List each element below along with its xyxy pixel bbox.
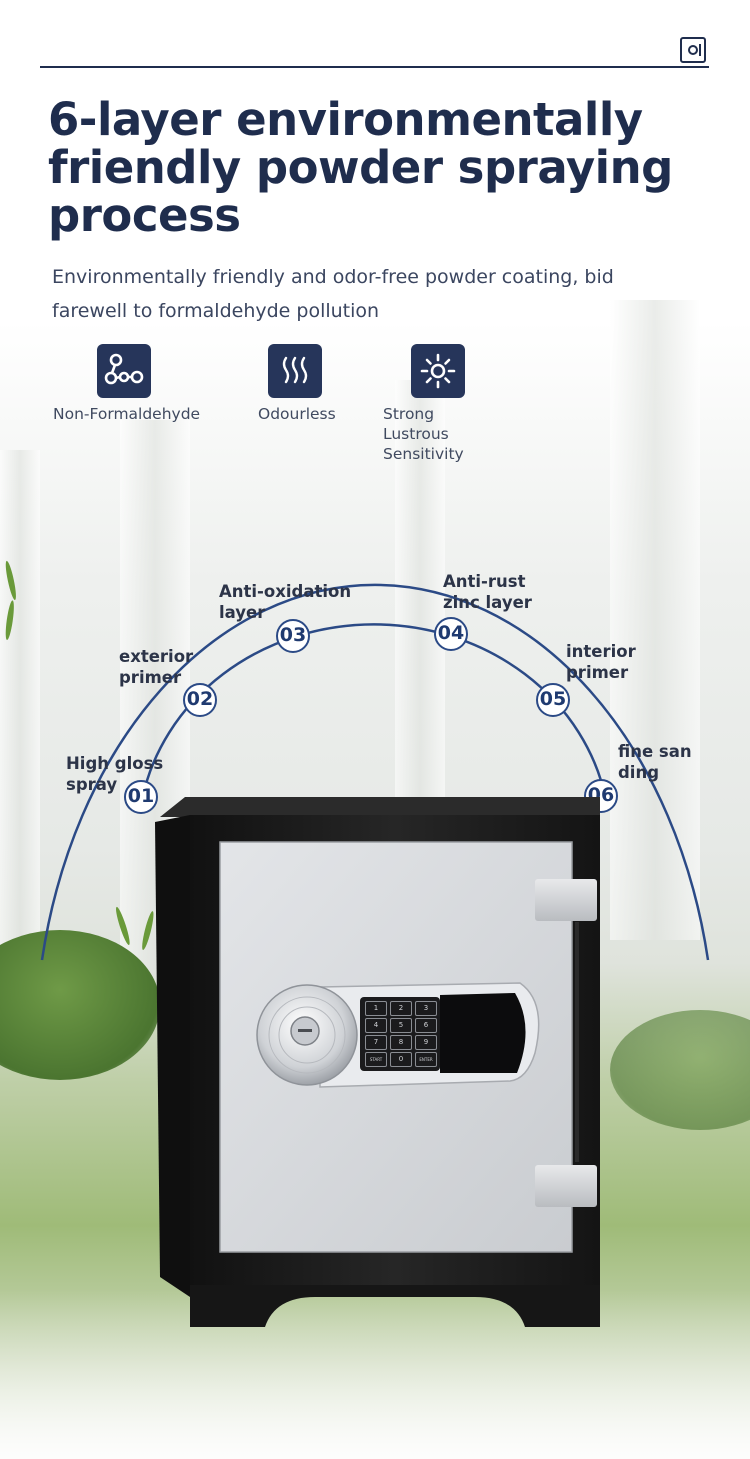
keypad-key: 5 xyxy=(390,1018,412,1033)
layer-number-01: 01 xyxy=(124,780,158,814)
keypad-key: 6 xyxy=(415,1018,437,1033)
keypad-key: 0 xyxy=(390,1052,412,1067)
feature-non-formaldehyde: Non-Formaldehyde xyxy=(53,344,200,423)
layer-number-03: 03 xyxy=(276,619,310,653)
header-divider xyxy=(40,66,709,68)
layer-label-03: Anti-oxidation layer xyxy=(219,582,352,622)
keypad: 1 2 3 4 5 6 7 8 9 START 0 ENTER xyxy=(365,1001,437,1067)
tree-trunk xyxy=(610,300,700,940)
keypad-key: 9 xyxy=(415,1035,437,1050)
feature-lustrous: Strong Lustrous Sensitivity xyxy=(383,344,465,463)
keypad-key: 3 xyxy=(415,1001,437,1016)
layer-label-02: exterior primer xyxy=(119,647,194,687)
feature-label: Non-Formaldehyde xyxy=(53,405,201,423)
keypad-key: 7 xyxy=(365,1035,387,1050)
layer-label-05: interior primer xyxy=(566,642,636,682)
layer-number-02: 02 xyxy=(183,683,217,717)
layer-number-05: 05 xyxy=(536,683,570,717)
sun-shine-icon xyxy=(411,344,465,398)
odor-waves-icon xyxy=(268,344,322,398)
tree-trunk xyxy=(0,450,40,970)
layer-label-01: High gloss spray xyxy=(66,754,164,794)
ground-fog xyxy=(0,1289,750,1459)
feature-label: Odourless xyxy=(258,405,336,423)
safe-logo-icon xyxy=(680,37,706,63)
feature-label: Strong Lustrous Sensitivity xyxy=(383,405,464,463)
layer-label-04: Anti-rust zinc layer xyxy=(443,572,532,612)
layer-label-06: fine san ding xyxy=(618,742,692,782)
page-subtitle: Environmentally friendly and odor-free p… xyxy=(52,266,614,322)
bush xyxy=(610,1010,750,1130)
keypad-key: 8 xyxy=(390,1035,412,1050)
feature-odourless: Odourless xyxy=(258,344,336,423)
safe-illustration xyxy=(155,797,600,1327)
molecule-icon xyxy=(97,344,151,398)
bush xyxy=(0,930,160,1080)
keypad-key: 2 xyxy=(390,1001,412,1016)
keypad-key: START xyxy=(365,1052,387,1067)
page-title: 6-layer environmentally friendly powder … xyxy=(48,93,673,242)
keypad-key: 1 xyxy=(365,1001,387,1016)
layer-number-04: 04 xyxy=(434,617,468,651)
keypad-key: 4 xyxy=(365,1018,387,1033)
keypad-key: ENTER xyxy=(415,1052,437,1067)
